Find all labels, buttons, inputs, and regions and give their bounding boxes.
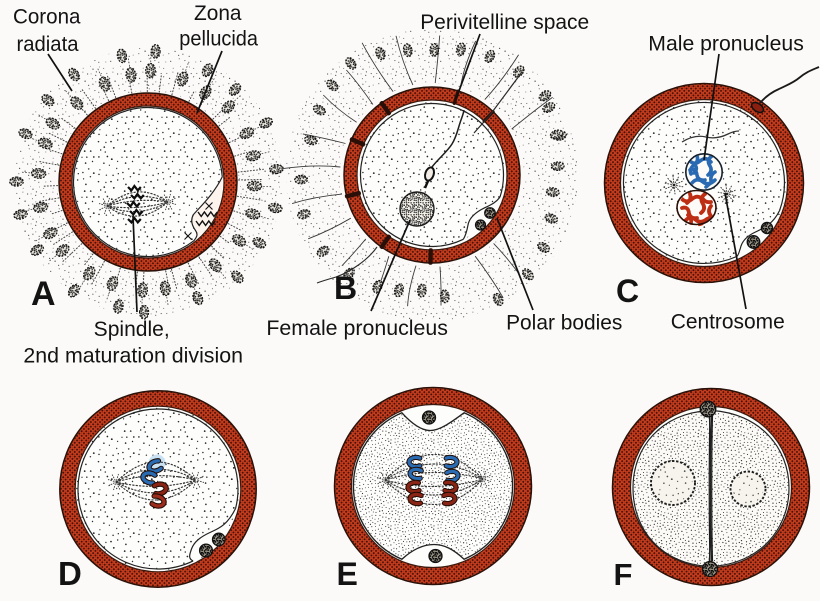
svg-text:E: E (337, 556, 358, 592)
svg-text:Female pronucleus: Female pronucleus (266, 317, 448, 340)
svg-text:Corona: Corona (13, 6, 81, 29)
svg-text:pellucida: pellucida (179, 28, 258, 51)
svg-text:radiata: radiata (17, 33, 79, 56)
svg-text:Spindle,: Spindle, (94, 318, 170, 341)
svg-text:Perivitelline space: Perivitelline space (420, 11, 589, 34)
svg-text:C: C (616, 273, 639, 309)
svg-text:D: D (58, 555, 82, 592)
svg-text:Polar bodies: Polar bodies (506, 312, 622, 335)
svg-text:A: A (31, 275, 56, 313)
svg-text:B: B (334, 270, 357, 306)
svg-text:2nd maturation division: 2nd maturation division (23, 345, 243, 368)
svg-text:Centrosome: Centrosome (671, 311, 785, 334)
svg-text:Male pronucleus: Male pronucleus (648, 33, 804, 56)
svg-text:F: F (614, 557, 633, 592)
svg-text:Zona: Zona (194, 2, 242, 25)
